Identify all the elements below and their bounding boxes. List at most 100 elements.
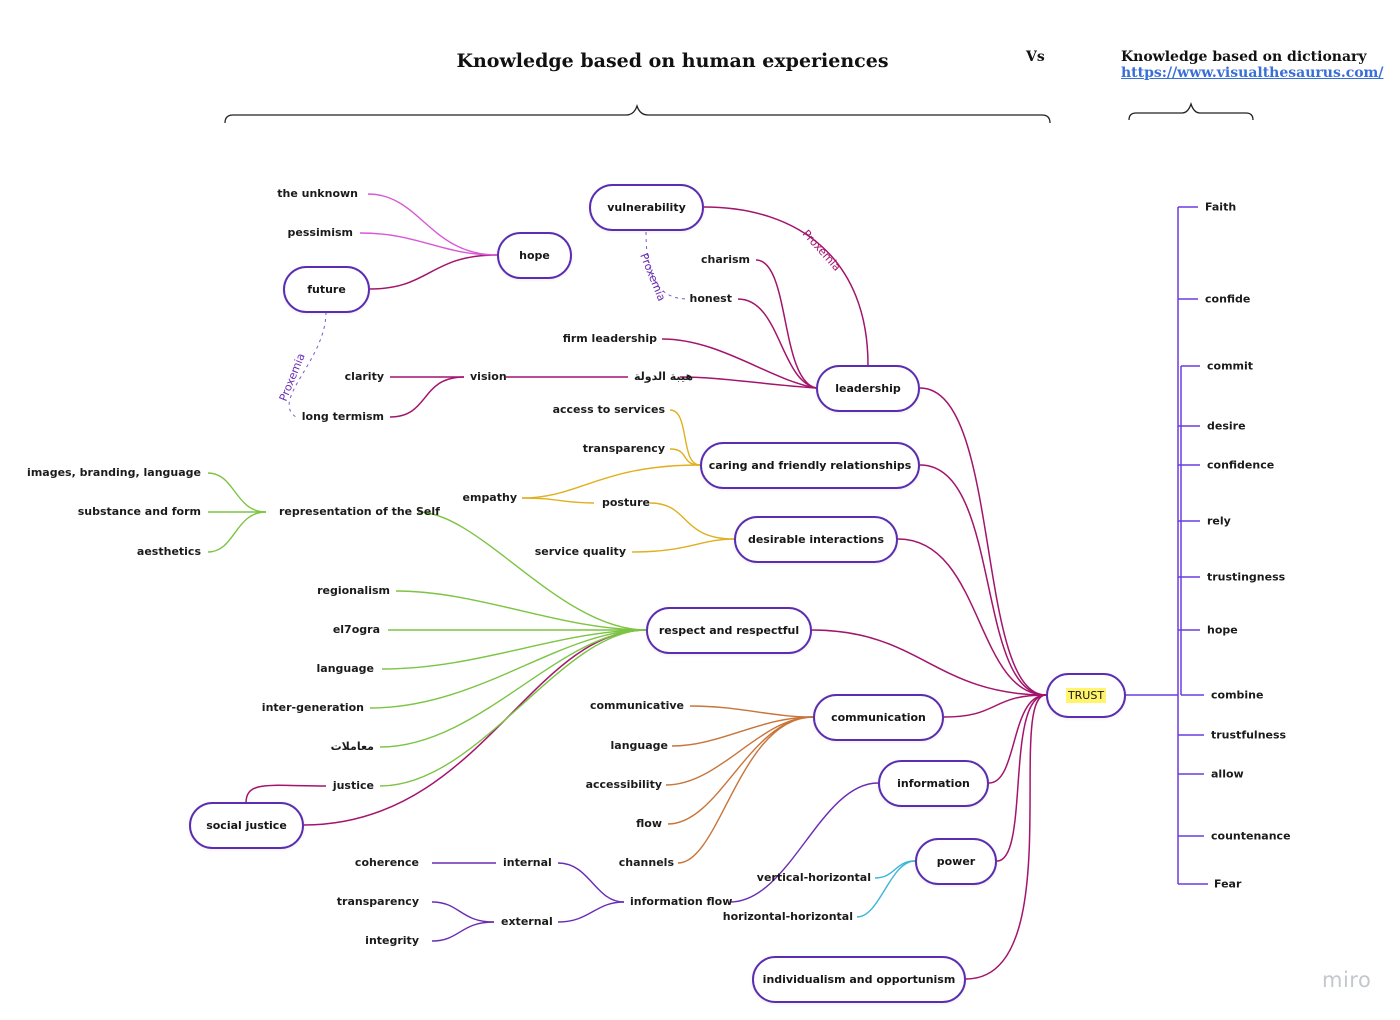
hope-branches [359, 193, 498, 256]
label-coherence[interactable]: coherence [354, 856, 419, 869]
label-aesthetics[interactable]: aesthetics [136, 545, 201, 558]
node-leadership[interactable]: leadership [816, 365, 920, 412]
edge-respect-intergen [369, 629, 647, 709]
edge-leadership-charism [755, 259, 817, 389]
edge-caring-empathy [521, 464, 701, 499]
dictionary-word[interactable]: rely [1207, 514, 1231, 528]
label-posture[interactable]: posture [602, 496, 650, 509]
dictionary-link[interactable]: https://www.visualthesaurus.com/ [1121, 65, 1384, 81]
edge-comm-flow [667, 716, 814, 825]
node-desirable[interactable]: desirable interactions [734, 516, 898, 563]
label-pessimism[interactable]: pessimism [287, 226, 353, 239]
label-internal[interactable]: internal [503, 856, 552, 869]
dictionary-word[interactable]: Fear [1214, 877, 1242, 891]
edge-desirable-posture [649, 502, 735, 540]
proxemia-link-future-longtermism [288, 311, 327, 418]
label-transparency-1[interactable]: transparency [582, 442, 665, 455]
label-regionalism[interactable]: regionalism [317, 584, 390, 597]
node-information[interactable]: information [878, 760, 989, 807]
label-service-quality[interactable]: service quality [534, 545, 626, 558]
edge-infoflow-internal [557, 862, 625, 903]
edge-trust-leadership [919, 387, 1047, 696]
dictionary-word[interactable]: trustfulness [1211, 728, 1287, 742]
node-respect[interactable]: respect and respectful [646, 607, 812, 654]
dictionary-word[interactable]: Faith [1205, 200, 1237, 214]
miro-logo: miro [1322, 968, 1372, 992]
edge-self-images [207, 472, 267, 513]
label-state-prestige[interactable]: هيبة الدولة [634, 370, 694, 383]
edge-infoflow-external [557, 901, 625, 923]
dictionary-word[interactable]: confidence [1207, 458, 1275, 472]
edge-comm-channels [677, 716, 814, 864]
label-el7ogra[interactable]: el7ogra [332, 623, 380, 636]
node-individualism[interactable]: individualism and opportunism [752, 956, 966, 1003]
label-communicative[interactable]: communicative [589, 699, 684, 712]
edge-socialjustice-justice [245, 784, 327, 804]
dictionary-word[interactable]: combine [1211, 688, 1264, 702]
label-representation-self[interactable]: representation of the Self [279, 505, 440, 518]
node-future[interactable]: future [283, 266, 370, 313]
dictionary-word[interactable]: commit [1207, 359, 1254, 373]
label-vision[interactable]: vision [470, 370, 507, 383]
node-social-justice[interactable]: social justice [189, 802, 304, 849]
label-long-termism[interactable]: long termism [301, 410, 384, 423]
edge-comm-language [671, 716, 814, 747]
proxemia-label-3: Proxemia [800, 227, 844, 273]
edge-hope-unknown [367, 193, 498, 256]
edge-leadership-firm [661, 338, 817, 389]
edge-respect-self [417, 511, 647, 631]
edge-leadership-vulnerability [703, 206, 869, 366]
label-empathy[interactable]: empathy [462, 491, 517, 504]
yellow-branches [521, 409, 735, 553]
edge-caring-access [669, 409, 701, 466]
edge-hope-future [369, 254, 498, 290]
label-external[interactable]: external [501, 915, 553, 928]
label-charism[interactable]: charism [701, 253, 750, 266]
node-communication[interactable]: communication [813, 694, 944, 741]
node-vulnerability[interactable]: vulnerability [589, 184, 704, 231]
edge-comm-accessibility [665, 716, 814, 786]
label-language-1[interactable]: language [316, 662, 375, 675]
edge-respect-regionalism [395, 590, 647, 631]
dictionary-word[interactable]: countenance [1211, 829, 1291, 843]
dictionary-word[interactable]: hope [1207, 623, 1238, 637]
label-substance-form[interactable]: substance and form [77, 505, 201, 518]
node-caring[interactable]: caring and friendly relationships [700, 442, 920, 489]
edge-empathy-posture [521, 497, 595, 504]
label-information-flow[interactable]: information flow [630, 895, 733, 908]
dictionary-word[interactable]: allow [1211, 767, 1244, 781]
dictionary-word[interactable]: trustingness [1207, 570, 1286, 584]
label-channels[interactable]: channels [618, 856, 674, 869]
label-the-unknown[interactable]: the unknown [277, 187, 358, 200]
edge-external-transparency [431, 901, 495, 923]
label-accessibility[interactable]: accessibility [585, 778, 662, 791]
label-vertical-horizontal[interactable]: vertical-horizontal [756, 871, 871, 884]
node-trust[interactable]: TRUST [1046, 673, 1126, 718]
node-power[interactable]: power [915, 838, 997, 885]
label-images-branding[interactable]: images, branding, language [27, 466, 201, 479]
node-hope[interactable]: hope [497, 232, 572, 279]
label-clarity[interactable]: clarity [344, 370, 384, 383]
edge-trust-communication [943, 694, 1047, 718]
vs-label: Vs [1026, 49, 1045, 65]
label-honest[interactable]: honest [689, 292, 733, 305]
proxemia-label-2: Proxemia [277, 351, 308, 403]
label-transactions[interactable]: معاملات [330, 740, 374, 753]
label-transparency-2[interactable]: transparency [336, 895, 419, 908]
label-horizontal-horizontal[interactable]: horizontal-horizontal [722, 910, 853, 923]
label-firm-leadership[interactable]: firm leadership [562, 332, 657, 345]
label-inter-generation[interactable]: inter-generation [261, 701, 364, 714]
label-language-2[interactable]: language [610, 739, 669, 752]
label-integrity[interactable]: integrity [365, 934, 419, 947]
label-flow[interactable]: flow [636, 817, 662, 830]
edge-information-infoflow [729, 782, 879, 903]
dictionary-word[interactable]: confide [1205, 292, 1251, 306]
edge-respect-language [381, 629, 647, 670]
dictionary-word[interactable]: desire [1207, 419, 1246, 433]
edge-respect-transactions [379, 629, 647, 748]
green-branches [207, 472, 647, 787]
label-access-services[interactable]: access to services [552, 403, 665, 416]
label-justice[interactable]: justice [332, 779, 374, 792]
page-title: Knowledge based on human experiences [456, 50, 889, 72]
